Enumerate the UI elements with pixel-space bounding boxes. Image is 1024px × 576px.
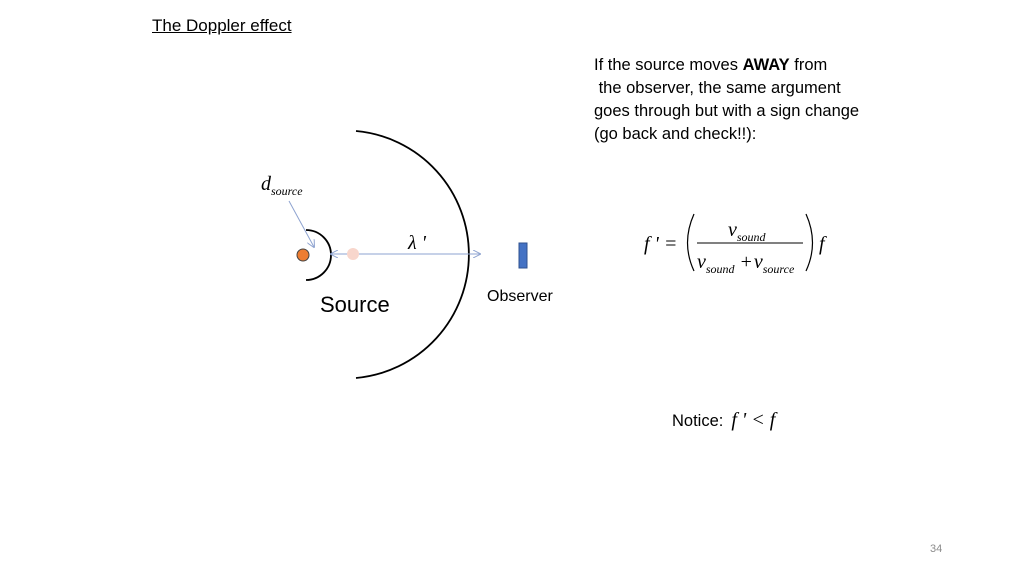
d-source-label: dsource: [261, 173, 303, 198]
paragraph-line-2: the observer, the same argument: [594, 79, 841, 97]
paragraph-line-3: goes through but with a sign change: [594, 102, 860, 120]
paragraph-text: from: [789, 56, 828, 74]
explanation-paragraph: If the source moves AWAY from the observ…: [594, 54, 859, 146]
source-dot: [296, 248, 310, 262]
previous-source-position: [347, 248, 359, 260]
paragraph-line-4: (go back and check!!):: [594, 125, 757, 143]
notice-line: Notice: f ' < f: [672, 409, 775, 432]
d-var: d: [261, 173, 272, 195]
d-subscript: source: [271, 184, 303, 198]
observer-label: Observer: [487, 288, 553, 305]
slide-title: The Doppler effect: [152, 16, 292, 35]
observer-rect: [518, 242, 528, 269]
d-source-pointer-arrow: [288, 200, 314, 247]
notice-expression: f ' < f: [731, 409, 776, 431]
lambda-prime-label: λ ': [407, 232, 427, 254]
notice-label: Notice:: [672, 412, 724, 430]
slide-number: 34: [930, 543, 943, 555]
paragraph-line-1: If the source moves AWAY from: [594, 54, 859, 77]
source-label: Source: [320, 292, 390, 317]
paragraph-text: If the source moves: [594, 56, 743, 74]
paragraph-bold-word: AWAY: [742, 56, 790, 74]
wavefront-arc-small: [305, 229, 332, 281]
